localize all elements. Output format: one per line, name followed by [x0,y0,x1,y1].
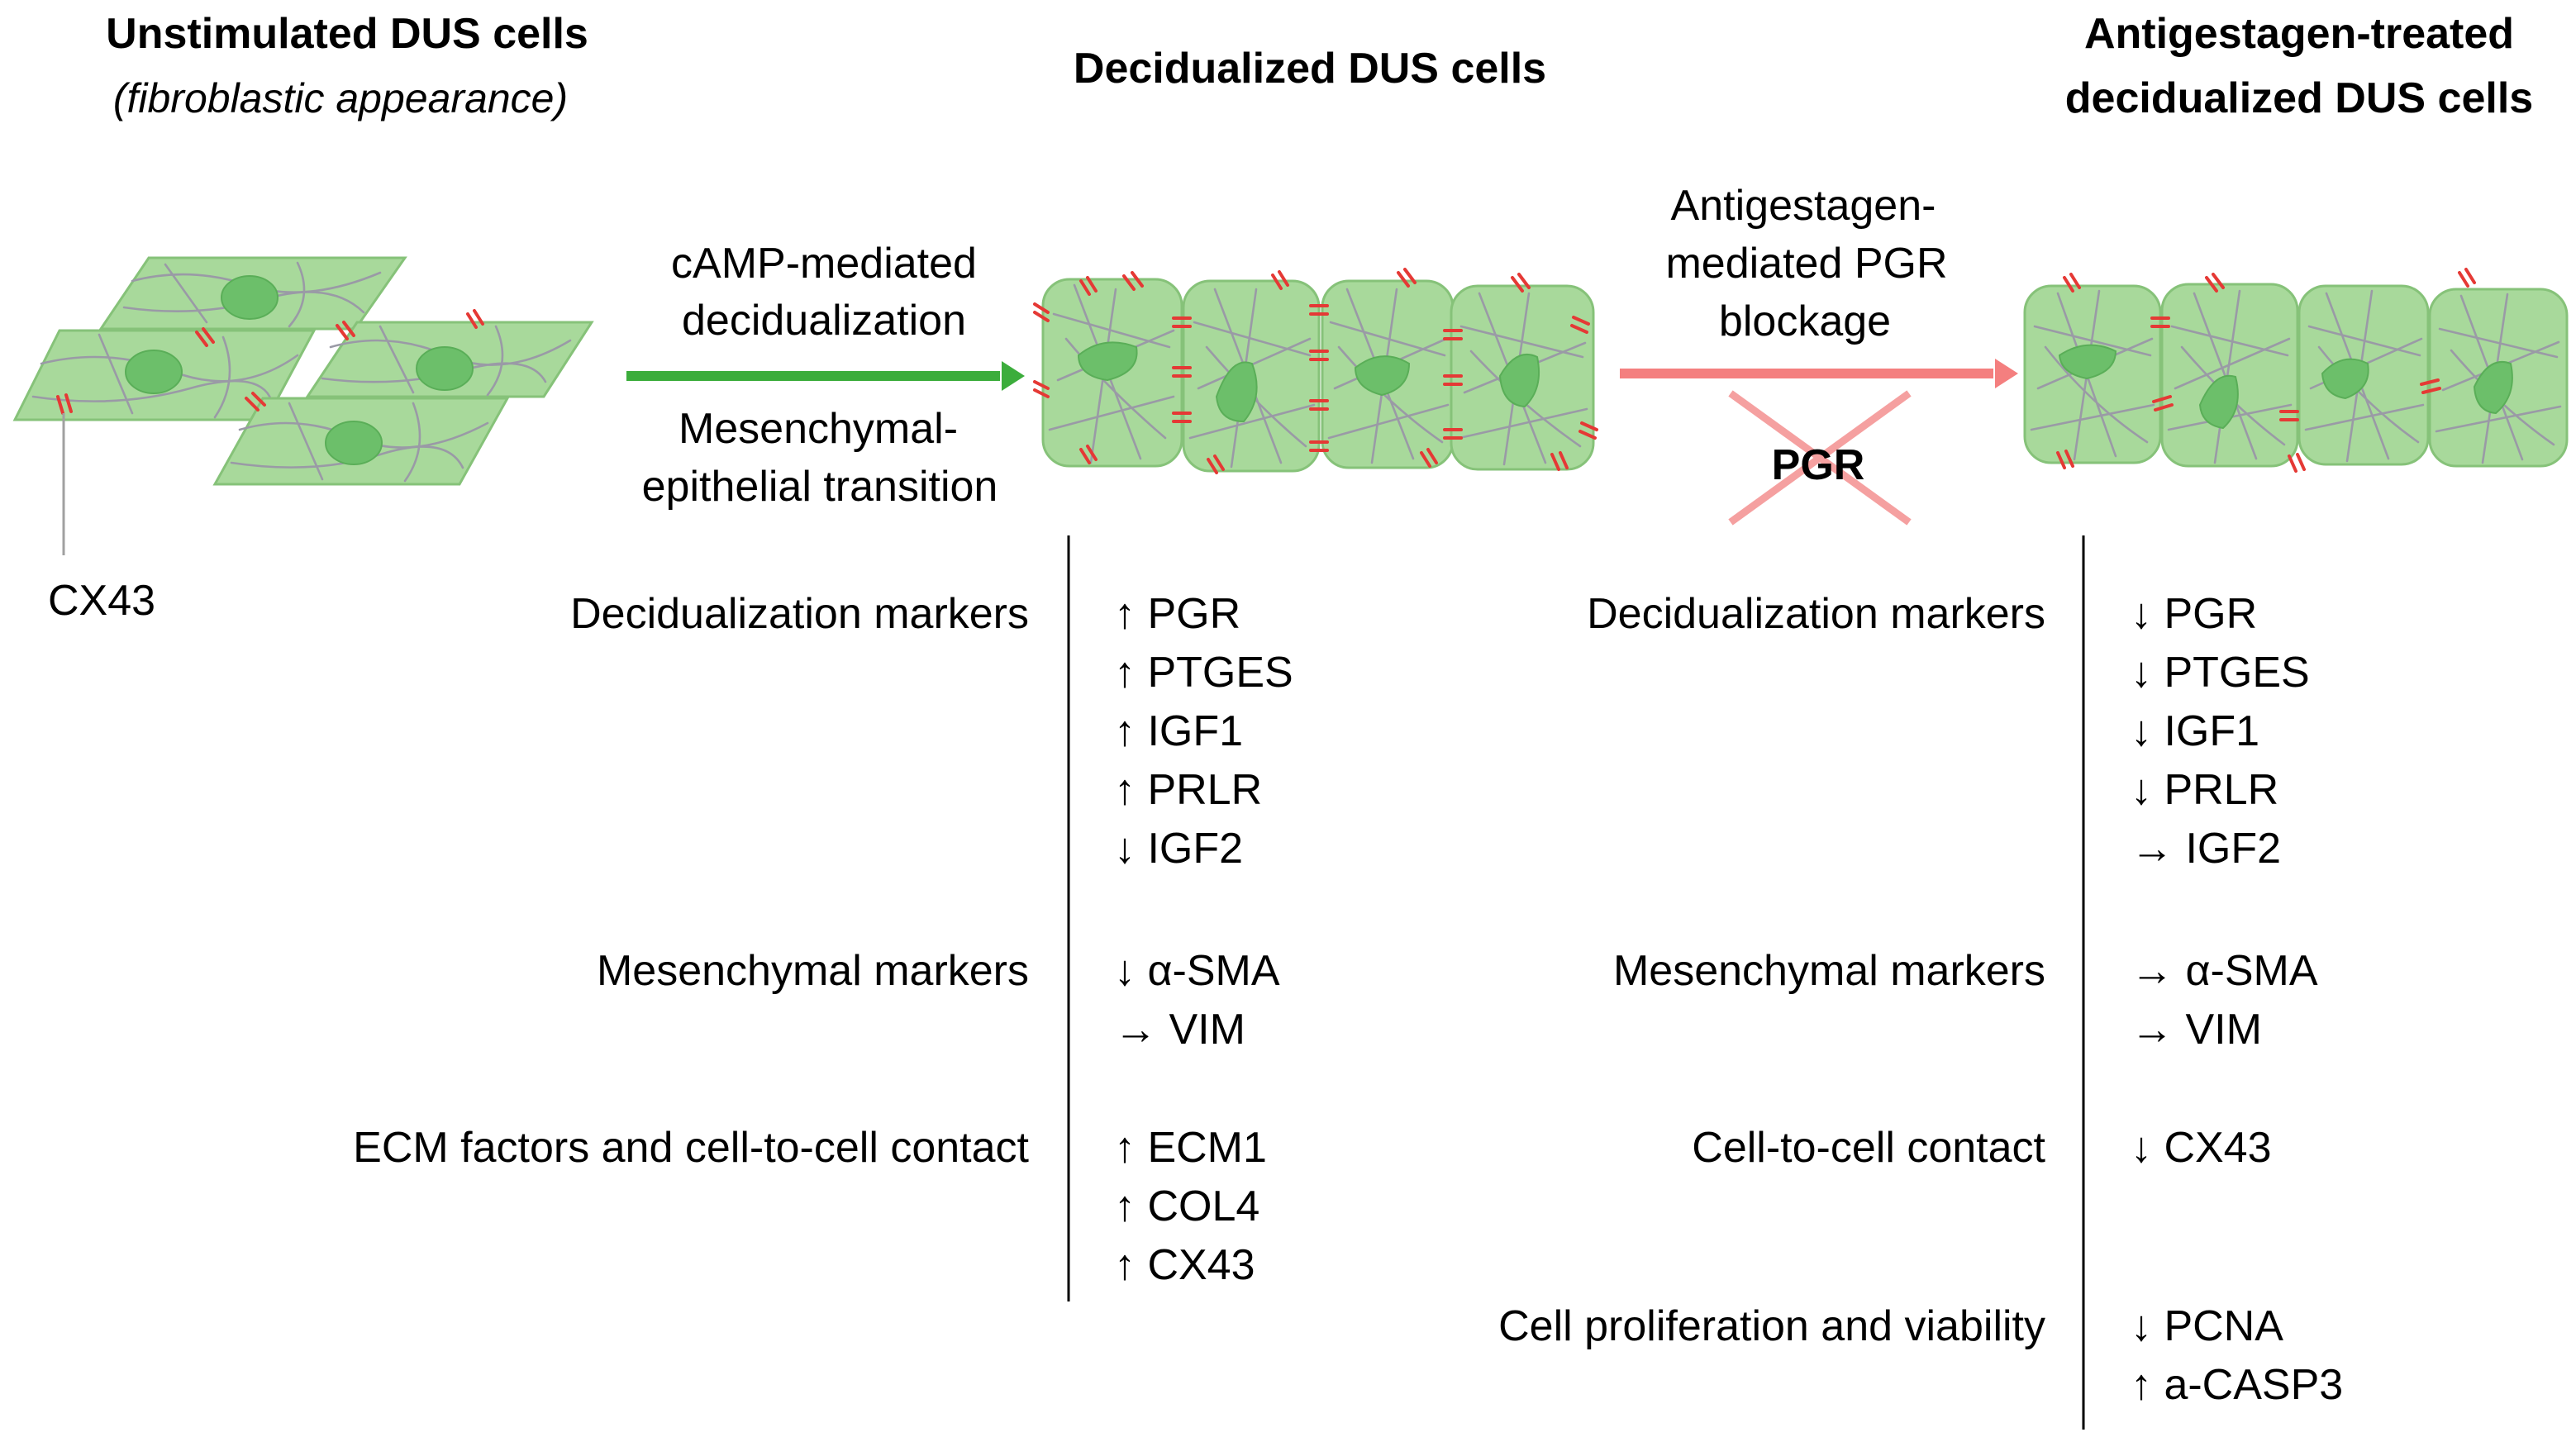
fibroblast-cell-group [12,256,594,486]
antigestagen-cell-group [2023,268,2569,473]
decidualized-cell [1041,278,1183,468]
cx43-label: CX43 [48,577,155,625]
marker-item: ↓ PGR [2131,590,2257,638]
marker-item: → IGF2 [2131,825,2281,873]
marker-item: ↑ PTGES [1114,649,1293,697]
marker-item: ↑ ECM1 [1114,1124,1267,1172]
camp-arrow-label-line1: cAMP-mediated [671,240,977,288]
unstimulated-subtitle: (fibroblastic appearance) [113,75,568,121]
blocked-pgr: PGR [1728,390,1912,526]
gap-junctions [1033,268,1598,474]
antigestagen-marker-panel: Decidualization markers ↓ PGR ↓ PTGES ↓ … [1498,590,2343,1409]
ecm-contact-label: ECM factors and cell-to-cell contact [353,1124,1029,1172]
marker-item: ↑ a-CASP3 [2131,1361,2343,1409]
proliferation-viability-label: Cell proliferation and viability [1498,1302,2045,1350]
fibroblast-cell [98,256,407,331]
marker-item: ↑ PRLR [1114,766,1262,814]
decidualized-cell [1450,284,1595,471]
marker-item: ↓ IGF1 [2131,707,2259,755]
mesenchymal-markers-label: Mesenchymal markers [597,947,1029,995]
marker-item: ↓ PCNA [2131,1302,2283,1350]
antigestagen-title-line1: Antigestagen-treated [2084,10,2514,58]
marker-item: ↑ IGF1 [1114,707,1243,755]
marker-item: ↑ PGR [1114,590,1240,638]
treated-cell [2428,288,2569,468]
antigestagen-arrow-label-line1: Antigestagen- [1671,182,1936,230]
decidualization-markers-label: Decidualization markers [1587,590,2045,638]
camp-arrow-group: cAMP-mediated decidualization Mesenchyma… [626,240,1025,511]
gap-junctions [2056,268,2476,473]
camp-arrow-label-line2: decidualization [682,297,966,345]
treated-cell [2160,283,2299,468]
marker-item: ↓ PTGES [2131,649,2310,697]
unstimulated-title: Unstimulated DUS cells [106,10,588,58]
marker-item: → α-SMA [2131,947,2318,995]
marker-item: ↓ CX43 [2131,1124,2272,1172]
marker-item: ↓ IGF2 [1114,825,1243,873]
marker-item: ↑ COL4 [1114,1182,1259,1230]
mesenchymal-markers-label: Mesenchymal markers [1613,947,2045,995]
cell-contact-label: Cell-to-cell contact [1692,1124,2045,1172]
decidualized-cell-group [1033,268,1598,474]
antigestagen-title-line2: decidualized DUS cells [2065,74,2533,122]
decidualization-markers-label: Decidualization markers [570,590,1029,638]
fibroblast-cell [305,321,594,398]
decidualized-cell [1182,279,1321,473]
marker-item: → VIM [2131,1006,2262,1054]
camp-arrow-head [1002,361,1025,391]
decidualized-title: Decidualized DUS cells [1074,45,1546,93]
fibroblast-cell [212,397,510,486]
gap-junctions [56,309,484,415]
marker-item: ↓ α-SMA [1114,947,1280,995]
blocked-pgr-label: PGR [1772,441,1865,489]
marker-item: ↑ CX43 [1114,1241,1255,1289]
antigestagen-arrow-group: Antigestagen- mediated PGR blockage [1620,182,2018,388]
cross-line [1728,390,1912,526]
treated-cell [2297,284,2430,466]
camp-arrow-label-line3: Mesenchymal- [679,405,958,453]
marker-item: ↓ PRLR [2131,766,2278,814]
antigestagen-arrow-label-line2: mediated PGR [1665,240,1947,288]
decidualized-cell [1321,279,1455,469]
treated-cell [2023,284,2162,464]
camp-arrow-label-line4: epithelial transition [642,463,998,511]
antigestagen-arrow-head [1995,359,2018,388]
antigestagen-arrow-label-line3: blockage [1719,297,1891,345]
marker-item: → VIM [1114,1006,1245,1054]
decidualized-marker-panel: Decidualization markers ↑ PGR ↑ PTGES ↑ … [353,590,1293,1289]
